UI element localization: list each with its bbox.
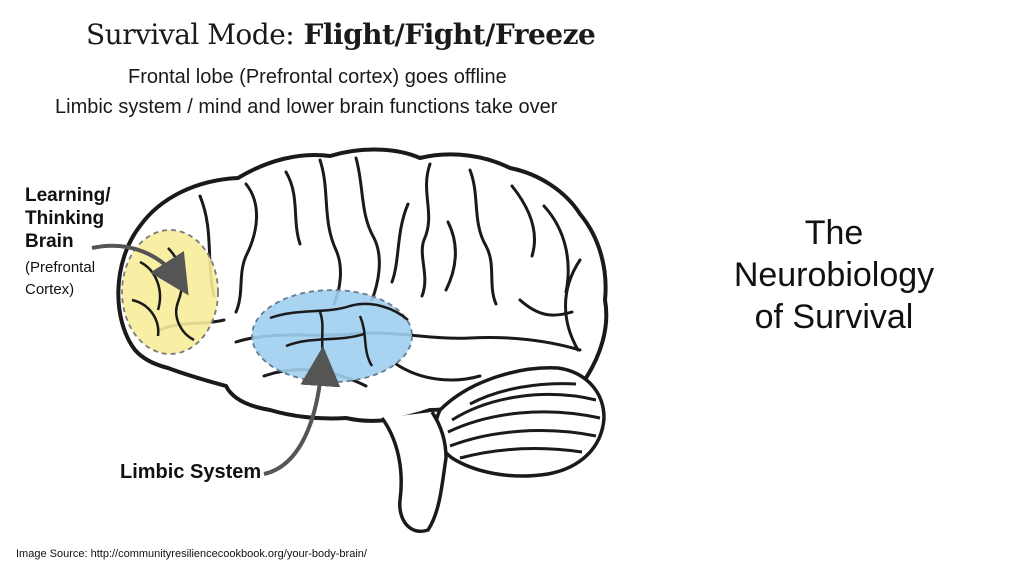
brainstem bbox=[380, 411, 448, 533]
limbic-arrow bbox=[263, 346, 341, 476]
learning-brain-label: Learning/ Thinking Brain bbox=[25, 184, 111, 253]
image-source-caption: Image Source: http://communityresilience… bbox=[16, 548, 367, 560]
slide-title-line: Neurobiology bbox=[733, 256, 935, 294]
limbic-folds bbox=[269, 302, 409, 367]
prefrontal-label-line: (Prefrontal bbox=[25, 259, 96, 276]
heading-lead: Survival Mode: bbox=[86, 18, 295, 51]
learning-label-line: Thinking bbox=[25, 208, 105, 229]
diagram-heading: Survival Mode: Flight/Fight/Freeze bbox=[86, 18, 596, 51]
limbic-system-label: Limbic System bbox=[120, 461, 262, 483]
learning-label-line: Learning/ bbox=[25, 185, 111, 206]
subtitle-line-1: Frontal lobe (Prefrontal cortex) goes of… bbox=[128, 66, 507, 88]
heading-emphasis: Flight/Fight/Freeze bbox=[303, 18, 596, 51]
limbic-highlight bbox=[251, 289, 413, 383]
slide-title-line: of Survival bbox=[754, 298, 914, 336]
prefrontal-arrow bbox=[91, 243, 189, 296]
subtitle-line-2: Limbic system / mind and lower brain fun… bbox=[55, 96, 558, 118]
slide-title: The Neurobiology of Survival bbox=[700, 212, 968, 338]
learning-label-line: Brain bbox=[25, 231, 74, 252]
cerebellum-folds bbox=[447, 382, 601, 460]
prefrontal-cortex-label: (Prefrontal Cortex) bbox=[25, 257, 95, 301]
cerebrum-outline bbox=[116, 147, 609, 423]
slide-title-line: The bbox=[804, 214, 864, 252]
prefrontal-label-line: Cortex) bbox=[25, 281, 75, 298]
